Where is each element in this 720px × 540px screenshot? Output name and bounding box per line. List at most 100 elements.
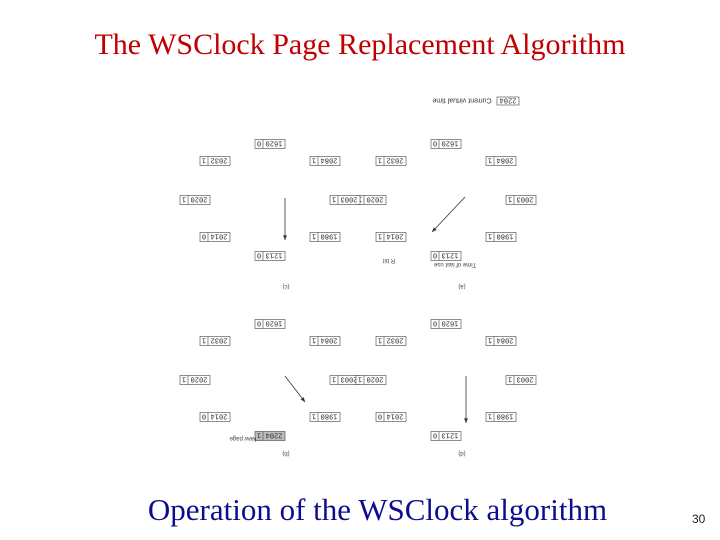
page-frame-box <box>309 156 341 166</box>
panel-label: (b) <box>282 450 289 456</box>
last-use-time-value: 2032 <box>387 336 404 344</box>
arrow-head <box>432 227 437 232</box>
page-frame-entry: 1 2032 <box>375 156 407 166</box>
r-bit-value: 1 <box>378 156 382 164</box>
last-use-time-value: 1980 <box>497 232 514 240</box>
last-use-time-value: 2003 <box>341 375 358 383</box>
r-bit-value: 1 <box>312 336 316 344</box>
last-use-time-value: 2032 <box>211 336 228 344</box>
page-frame-box <box>199 156 231 166</box>
page-frame-box <box>430 319 462 329</box>
last-use-time-value: 2084 <box>497 336 514 344</box>
r-bit-value: 1 <box>508 195 512 203</box>
r-bit-value: 0 <box>433 431 437 439</box>
page-frame-box <box>254 251 286 261</box>
arrow-head <box>464 418 468 423</box>
time-of-last-use-label: Time of last use <box>433 261 476 267</box>
page-frame-box <box>485 232 517 242</box>
r-bit-value: 1 <box>257 431 261 439</box>
page-frame-box <box>485 412 517 422</box>
page-frame-box <box>309 232 341 242</box>
current-time-value: 2204 <box>500 96 517 104</box>
r-bit-value: 0 <box>257 139 261 147</box>
page-frame-entry: 1 1980 <box>485 232 517 242</box>
page-frame-box <box>309 336 341 346</box>
r-bit-value: 1 <box>182 375 186 383</box>
arrow-head <box>283 235 287 240</box>
current-time-label: Current virtual time <box>432 97 491 104</box>
page-frame-box <box>254 431 286 441</box>
page-frame-box <box>505 195 537 205</box>
page-frame-box <box>430 431 462 441</box>
r-bit-value: 1 <box>488 232 492 240</box>
page-frame-box <box>485 156 517 166</box>
page-frame-box <box>254 319 286 329</box>
last-use-time-value: 2003 <box>517 195 534 203</box>
r-bit-value: 0 <box>257 319 261 327</box>
last-use-time-value: 2032 <box>387 156 404 164</box>
page-frame-box <box>199 412 231 422</box>
last-use-time-value: 1213 <box>442 431 459 439</box>
page-frame-box <box>355 375 387 385</box>
page-frame-entry: 1 1980 <box>485 412 517 422</box>
page-frame-entry: 0 2014 <box>375 412 407 422</box>
last-use-time-value: 2020 <box>191 375 208 383</box>
r-bit-value: 1 <box>358 375 362 383</box>
last-use-time-value: 2020 <box>367 375 384 383</box>
last-use-time-value: 2204 <box>266 431 283 439</box>
current-virtual-time: 2204 Current virtual time <box>432 96 520 106</box>
r-bit-value: 0 <box>378 412 382 420</box>
page-frame-box <box>375 156 407 166</box>
r-bit-value: 1 <box>312 232 316 240</box>
page-frame-box <box>179 375 211 385</box>
last-use-time-value: 2014 <box>387 412 404 420</box>
page-frame-entry: 1 2003 <box>505 195 537 205</box>
page-frame-entry: 1 2020 <box>355 375 387 385</box>
page-frame-box <box>430 251 462 261</box>
r-bit-value: 1 <box>378 336 382 344</box>
r-bit-value: 1 <box>488 412 492 420</box>
last-use-time-value: 1620 <box>266 139 283 147</box>
page-frame-box <box>505 375 537 385</box>
r-bit-value: 1 <box>182 195 186 203</box>
page-number: 30 <box>692 512 706 526</box>
clock-hand-arrow <box>284 375 306 403</box>
last-use-time-value: 2084 <box>497 156 514 164</box>
r-bit-value: 1 <box>332 375 336 383</box>
page-frame-entry: 1 2020 <box>179 375 211 385</box>
r-bit-value: 0 <box>433 251 437 259</box>
page-frame-box <box>254 139 286 149</box>
last-use-time-value: 1620 <box>442 139 459 147</box>
r-bit-value: 1 <box>312 156 316 164</box>
page-frame-box <box>375 232 407 242</box>
page-frame-box <box>329 195 361 205</box>
panel-label: (c) <box>283 283 290 289</box>
last-use-time-value: 2003 <box>341 195 358 203</box>
page-frame-entry: 0 1213 <box>430 431 462 441</box>
r-bit-label: R bit <box>383 257 396 263</box>
page-frame-box <box>430 139 462 149</box>
r-bit-value: 1 <box>312 412 316 420</box>
page-frame-box <box>309 412 341 422</box>
page-frame-entry: 0 1213 <box>254 251 286 261</box>
last-use-time-value: 2014 <box>211 412 228 420</box>
last-use-time-value: 1213 <box>266 251 283 259</box>
last-use-time-value: 2014 <box>387 232 404 240</box>
r-bit-value: 0 <box>257 251 261 259</box>
last-use-time-value: 1980 <box>497 412 514 420</box>
r-bit-value: 1 <box>378 232 382 240</box>
last-use-time-value: 2020 <box>367 195 384 203</box>
new-page-label: New page <box>229 435 257 441</box>
r-bit-value: 1 <box>488 336 492 344</box>
